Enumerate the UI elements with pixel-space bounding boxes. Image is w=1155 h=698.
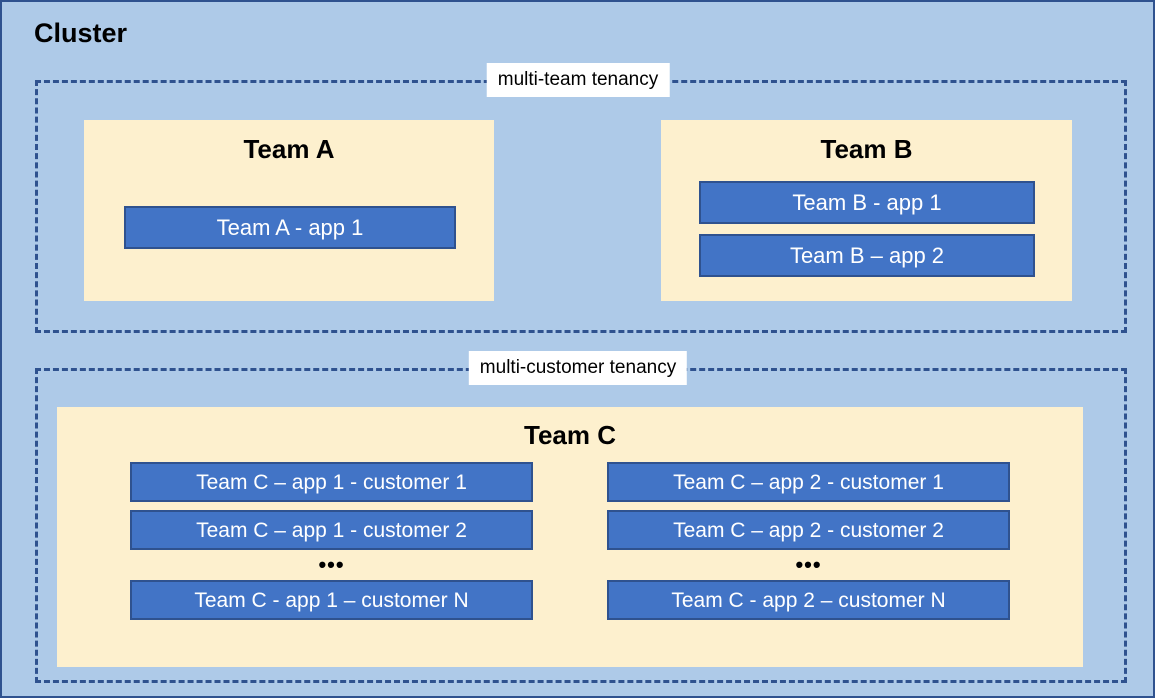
app-box-team-c-app-1-customer-n[interactable]: Team C - app 1 – customer N	[130, 580, 533, 620]
team-c-app-2-column: Team C – app 2 - customer 1 Team C – app…	[607, 462, 1010, 620]
team-b-title: Team B	[820, 134, 913, 164]
app-box-team-c-app-1-customer-1[interactable]: Team C – app 1 - customer 1	[130, 462, 533, 502]
app-box-team-c-app-2-customer-1[interactable]: Team C – app 2 - customer 1	[607, 462, 1010, 502]
team-a-title: Team A	[243, 134, 335, 164]
team-c-box: Team C Team C – app 1 - customer 1 Team …	[57, 407, 1083, 667]
app-box-team-c-app-2-customer-n[interactable]: Team C - app 2 – customer N	[607, 580, 1010, 620]
team-a-app-list: Team A - app 1	[124, 206, 456, 249]
team-c-app-1-ellipsis: •••	[318, 552, 345, 577]
app-box-team-b-app-1[interactable]: Team B - app 1	[699, 181, 1035, 224]
team-b-app-list: Team B - app 1 Team B – app 2	[699, 181, 1035, 277]
team-a-box: Team A Team A - app 1	[84, 120, 494, 301]
team-c-columns: Team C – app 1 - customer 1 Team C – app…	[57, 462, 1083, 620]
app-box-team-c-app-1-customer-2[interactable]: Team C – app 1 - customer 2	[130, 510, 533, 550]
multi-customer-tenancy-label: multi-customer tenancy	[468, 351, 688, 385]
multi-team-tenancy-label: multi-team tenancy	[486, 63, 670, 97]
app-box-team-a-app-1[interactable]: Team A - app 1	[124, 206, 456, 249]
app-box-team-b-app-2[interactable]: Team B – app 2	[699, 234, 1035, 277]
team-c-title: Team C	[524, 420, 616, 450]
cluster-title: Cluster	[34, 18, 128, 48]
app-box-team-c-app-2-customer-2[interactable]: Team C – app 2 - customer 2	[607, 510, 1010, 550]
team-c-app-1-column: Team C – app 1 - customer 1 Team C – app…	[130, 462, 533, 620]
team-c-app-2-ellipsis: •••	[795, 552, 822, 577]
team-b-box: Team B Team B - app 1 Team B – app 2	[661, 120, 1072, 301]
